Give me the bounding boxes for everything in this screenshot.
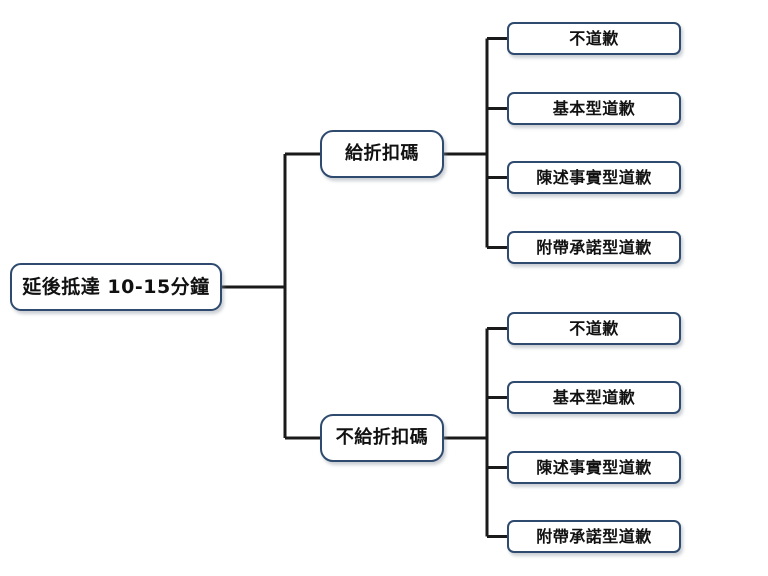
- node-root[interactable]: 延後抵達 10-15分鐘: [10, 263, 222, 311]
- node-leaf-nodiscount-basic-apology-label: 基本型道歉: [552, 387, 636, 407]
- node-leaf-nodiscount-no-apology-label: 不道歉: [569, 318, 619, 338]
- node-leaf-discount-commitment-apology[interactable]: 附帶承諾型道歉: [507, 231, 681, 264]
- node-leaf-nodiscount-commitment-apology[interactable]: 附帶承諾型道歉: [507, 520, 681, 553]
- node-leaf-discount-no-apology-label: 不道歉: [569, 28, 619, 48]
- node-leaf-discount-basic-apology-label: 基本型道歉: [552, 98, 636, 118]
- node-branch-discount[interactable]: 給折扣碼: [320, 130, 444, 178]
- node-leaf-discount-commitment-apology-label: 附帶承諾型道歉: [536, 237, 652, 257]
- node-leaf-discount-factual-apology[interactable]: 陳述事實型道歉: [507, 161, 681, 194]
- node-branch-no-discount-label: 不給折扣碼: [335, 427, 429, 448]
- node-leaf-nodiscount-commitment-apology-label: 附帶承諾型道歉: [536, 526, 652, 546]
- node-leaf-nodiscount-factual-apology[interactable]: 陳述事實型道歉: [507, 451, 681, 484]
- node-leaf-nodiscount-factual-apology-label: 陳述事實型道歉: [536, 457, 652, 477]
- node-leaf-discount-no-apology[interactable]: 不道歉: [507, 22, 681, 55]
- connector-lines: [222, 37, 507, 538]
- node-leaf-nodiscount-no-apology[interactable]: 不道歉: [507, 312, 681, 345]
- node-branch-no-discount[interactable]: 不給折扣碼: [320, 414, 444, 462]
- node-leaf-discount-basic-apology[interactable]: 基本型道歉: [507, 92, 681, 125]
- node-leaf-discount-factual-apology-label: 陳述事實型道歉: [536, 167, 652, 187]
- node-branch-discount-label: 給折扣碼: [345, 143, 419, 164]
- node-leaf-nodiscount-basic-apology[interactable]: 基本型道歉: [507, 381, 681, 414]
- node-root-label: 延後抵達 10-15分鐘: [22, 275, 210, 298]
